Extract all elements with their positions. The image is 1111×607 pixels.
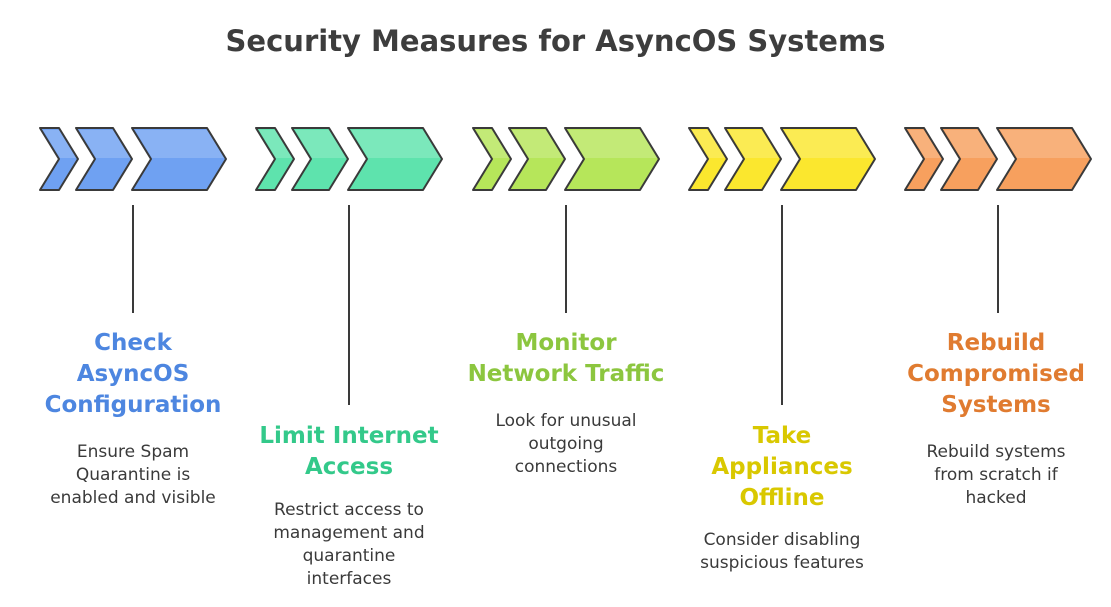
chevron-highlight bbox=[784, 130, 873, 158]
step-connector bbox=[348, 205, 350, 405]
step-title: Check AsyncOS Configuration bbox=[44, 330, 222, 418]
chevron-arrows-icon bbox=[904, 127, 1092, 191]
chevron-arrows-icon bbox=[255, 127, 443, 191]
step-connector bbox=[997, 205, 999, 313]
chevron-arrows-icon bbox=[688, 127, 876, 191]
chevron-shape bbox=[688, 127, 728, 191]
step-connector bbox=[565, 205, 567, 313]
chevron-shape bbox=[996, 127, 1092, 191]
chevron-shape bbox=[255, 127, 295, 191]
chevron-shape bbox=[131, 127, 227, 191]
chevron-highlight bbox=[944, 130, 995, 158]
chevron-shape bbox=[75, 127, 133, 191]
chevron-arrows-icon bbox=[39, 127, 227, 191]
chevron-shape bbox=[39, 127, 79, 191]
step-description: Ensure Spam Quarantine is enabled and vi… bbox=[50, 442, 216, 508]
chevron-highlight bbox=[1000, 130, 1089, 158]
step-connector bbox=[132, 205, 134, 313]
chevron-highlight bbox=[351, 130, 440, 158]
chevron-shape bbox=[904, 127, 944, 191]
chevron-highlight bbox=[259, 130, 292, 158]
chevron-highlight bbox=[476, 130, 509, 158]
step-connector bbox=[781, 205, 783, 405]
chevron-highlight bbox=[728, 130, 779, 158]
chevron-shape bbox=[564, 127, 660, 191]
chevron-shape bbox=[724, 127, 782, 191]
chevron-highlight bbox=[908, 130, 941, 158]
step-title: Monitor Network Traffic bbox=[467, 330, 665, 387]
chevron-shape bbox=[508, 127, 566, 191]
chevron-highlight bbox=[79, 130, 130, 158]
step-description: Rebuild systems from scratch if hacked bbox=[926, 442, 1066, 508]
chevron-arrows-icon bbox=[472, 127, 660, 191]
chevron-shape bbox=[472, 127, 512, 191]
chevron-highlight bbox=[568, 130, 657, 158]
chevron-highlight bbox=[295, 130, 346, 158]
page-title: Security Measures for AsyncOS Systems bbox=[225, 24, 886, 58]
step-description: Restrict access to management and quaran… bbox=[273, 500, 425, 589]
chevron-shape bbox=[940, 127, 998, 191]
chevron-highlight bbox=[135, 130, 224, 158]
chevron-shape bbox=[347, 127, 443, 191]
step-title: Take Appliances Offline bbox=[711, 423, 853, 511]
chevron-highlight bbox=[692, 130, 725, 158]
step-title: Rebuild Compromised Systems bbox=[907, 330, 1085, 418]
step-description: Look for unusual outgoing connections bbox=[495, 411, 637, 477]
step-description: Consider disabling suspicious features bbox=[700, 530, 864, 573]
chevron-shape bbox=[780, 127, 876, 191]
step-title: Limit Internet Access bbox=[259, 423, 439, 480]
chevron-shape bbox=[291, 127, 349, 191]
chevron-highlight bbox=[512, 130, 563, 158]
chevron-highlight bbox=[43, 130, 76, 158]
